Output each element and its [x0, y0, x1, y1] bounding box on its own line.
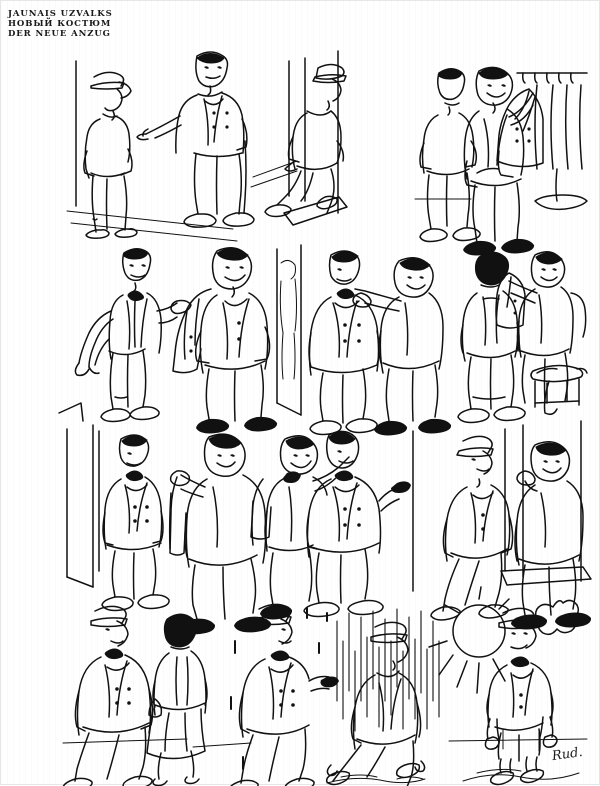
panel-p2: [250, 50, 348, 226]
figure-customer-trying-jacket: [308, 250, 380, 436]
panel-p11: [230, 603, 339, 786]
title-line-german: DER NEUE ANZUG: [8, 29, 111, 40]
figure-man-in-shrunken-suit: [484, 607, 558, 786]
figure-customer-listening: [419, 68, 481, 243]
prop-clothes-rack: [516, 72, 588, 211]
panel-p3: [414, 66, 588, 256]
figure-passing-woman: [146, 613, 208, 786]
panel-p9: [430, 420, 592, 630]
panel-p8: [250, 430, 414, 620]
figure-customer-from-behind: [457, 251, 526, 424]
figure-customer-leaving: [430, 435, 514, 621]
panel-p13: [428, 586, 588, 786]
prop-heavy-rain: [336, 608, 440, 732]
figure-plump-salesman-with-jacket: [172, 247, 278, 434]
figure-young-man-entering: [264, 63, 347, 218]
panel-p6: [457, 251, 588, 424]
prop-first-raindrops: [230, 607, 328, 770]
prop-chair-with-clothes: [530, 292, 588, 416]
prop-sun: [428, 586, 510, 694]
title-line-latvian: JAUNAIS UZVALKS: [8, 9, 113, 19]
panel-p5: [276, 244, 452, 436]
title-block: JAUNAIS UZVALKS НОВЫЙ КОСТЮМ DER NEUE AN…: [8, 9, 113, 39]
figure-man-in-new-suit: [62, 605, 154, 786]
figure-salesman-fitting: [352, 257, 452, 436]
figure-customer-in-full-suit: [303, 430, 411, 618]
title-line-russian: НОВЫЙ КОСТЮМ: [8, 19, 112, 30]
panel-p12: [325, 608, 440, 786]
panel-p7: [66, 424, 272, 635]
prop-puddle: [462, 768, 580, 782]
figure-plump-salesman: [463, 66, 535, 256]
figure-customer-in-jacket: [101, 434, 170, 612]
panel-p10: [62, 605, 252, 786]
figure-customer-in-shirtsleeves: [74, 248, 192, 423]
panel-p4: [58, 247, 278, 434]
prop-cloud: [534, 599, 580, 636]
figure-man-running-in-rain: [325, 621, 422, 786]
figure-young-man-in-cap: [83, 71, 138, 239]
prop-trousers: [168, 476, 187, 556]
figure-salesman-praising: [250, 435, 350, 620]
figure-tall-gentleman-with-cane: [136, 51, 255, 228]
prop-fitting-mirror: [276, 244, 302, 416]
panel-p1: [66, 51, 255, 242]
prop-mirror-panel: [66, 424, 100, 588]
figure-man-feeling-rain: [230, 603, 339, 786]
prop-puddles-and-splashes: [326, 760, 426, 784]
